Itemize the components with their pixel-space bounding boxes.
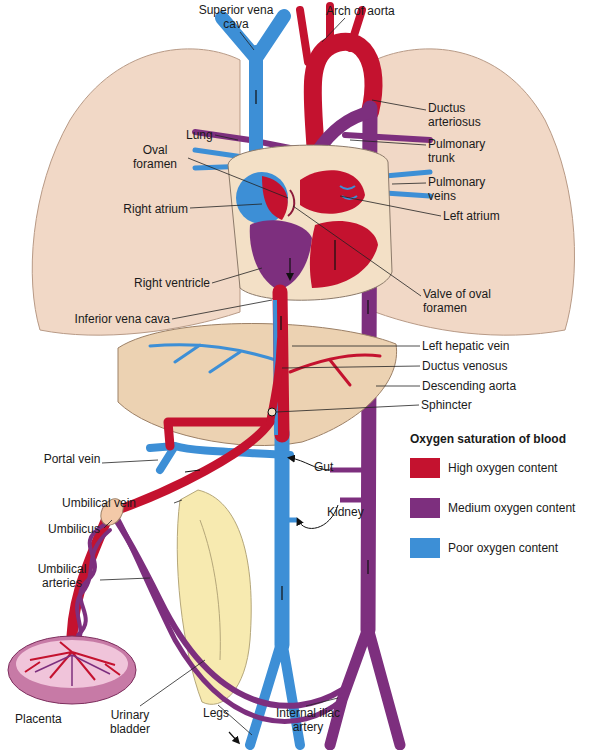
part-label: Right atrium [90,202,188,216]
leader-line [276,405,419,412]
leader-line [188,158,288,198]
leader-line [306,698,338,706]
part-label: Arch of aorta [326,4,436,18]
placenta-surface [16,640,128,688]
left-atrium [300,170,365,214]
leader-line [190,204,262,208]
flow-arrow [185,90,368,742]
part-label: Inferior vena cava [24,312,170,326]
part-label: Umbilical arteries [26,562,98,590]
part-label: Oval foramen [122,143,188,171]
leader-line [376,386,420,387]
leader-line [212,268,262,283]
umbilical-artery [116,516,342,721]
part-label: Valve of oval foramen [423,287,511,315]
hepatic-vein [150,345,282,372]
part-label: Left hepatic vein [422,339,572,353]
leader-line [140,660,205,706]
hepatic-branch [290,355,380,385]
leader-line [240,32,254,50]
renal-artery [340,498,362,503]
part-label: Descending aorta [422,379,572,393]
leader-line [340,196,441,216]
leader-line [293,206,421,296]
leader-line [392,183,426,184]
legend-text: High oxygen content [448,461,596,475]
umbilical-artery [112,514,342,706]
leader-line [100,578,150,580]
part-label: Sphincter [421,398,571,412]
inferior-vena-cava [275,432,290,645]
placental-vessel [35,655,110,686]
legend-text: Medium oxygen content [448,501,596,515]
legend-swatch [410,498,440,518]
pulmonary-vein-opening [340,186,357,199]
renal-vein [285,518,297,523]
part-label: Umbilical vein [62,496,174,510]
leader-line [104,520,112,528]
legend-swatch [410,538,440,558]
liver [118,324,397,446]
leader-line [350,140,426,145]
part-label: Pulmonary veins [428,175,510,203]
iliac-artery [330,628,400,745]
part-label: Superior vena cava [198,3,274,31]
part-label: Left atrium [443,209,543,223]
part-label: Portal vein [42,452,102,466]
part-label: Internal iliac artery [262,706,354,734]
part-label: Placenta [15,712,95,726]
pericardium [228,145,392,300]
placenta [8,636,136,704]
legend-heading: Oxygen saturation of blood [410,432,598,446]
leader-lines [100,18,441,735]
leader-line [172,300,272,319]
leader-line [292,346,420,347]
part-label: Kidney [327,505,387,519]
part-label: Right ventricle [96,276,210,290]
flow-arrow [290,240,335,278]
part-label: Lung [186,128,220,142]
legend-swatch [410,458,440,478]
right-atrium-stream [262,176,288,220]
gut-artery [330,468,362,473]
sphincter [268,408,276,416]
leader-line [322,18,345,42]
right-ventricle [250,220,312,290]
part-label: Ductus arteriosus [428,101,510,129]
leader-line [282,366,420,368]
part-label: Legs [203,706,243,720]
leader-line [102,460,158,463]
part-label: Urinary bladder [98,708,162,736]
left-ventricle [310,221,378,288]
left-lung [32,49,240,335]
valve-of-oval-foramen [288,190,294,216]
leader-line [174,500,182,503]
leader-line [372,100,426,110]
part-label: Pulmonary trunk [428,137,510,165]
part-label: Umbilicus [48,522,128,536]
right-atrium [236,172,288,224]
leg-vein [250,640,300,745]
leader-line [215,135,238,140]
pulmonary-artery [345,135,430,140]
part-label: Ductus venosus [422,359,572,373]
urachus [200,520,220,660]
part-label: Gut [314,460,354,474]
legend-text: Poor oxygen content [448,541,596,555]
